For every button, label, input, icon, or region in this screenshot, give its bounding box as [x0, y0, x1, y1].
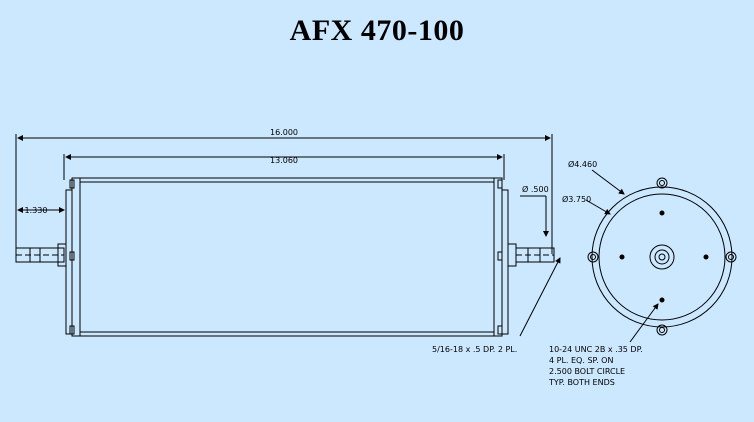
right-shaft: [507, 243, 555, 267]
shaft-extension-label: 1.330: [25, 206, 48, 215]
bolt-note-line2: 4 PL. EQ. SP. ON: [549, 356, 613, 365]
roller-body: [79, 177, 495, 337]
bolt-note-line3: 2.500 BOLT CIRCLE: [549, 367, 625, 376]
overall-length-label: 16.000: [270, 128, 298, 137]
shaft-thread-note: 5/16-18 x .5 DP. 2 PL.: [432, 345, 517, 354]
drawing-title: AFX 470-100: [289, 14, 465, 47]
shaft-diameter-leader: [520, 195, 549, 237]
bolt-note-line1: 10-24 UNC 2B x .35 DP.: [549, 345, 643, 354]
left-end-cap: [65, 177, 81, 337]
shaft-thread-leader: [519, 257, 561, 337]
outer-diameter-label: Ø4.460: [568, 159, 597, 169]
overall-length-dimension: [15, 134, 553, 256]
shaft-diameter-label: Ø .500: [522, 184, 549, 194]
end-view: [585, 169, 737, 343]
bolt-note-line4: TYP. BOTH ENDS: [548, 378, 615, 387]
right-end-cap: [493, 177, 509, 337]
body-length-dimension: [63, 154, 505, 180]
body-length-label: 13.060: [270, 156, 298, 165]
left-shaft: [15, 243, 67, 267]
flange-diameter-label: Ø3.750: [562, 194, 591, 204]
